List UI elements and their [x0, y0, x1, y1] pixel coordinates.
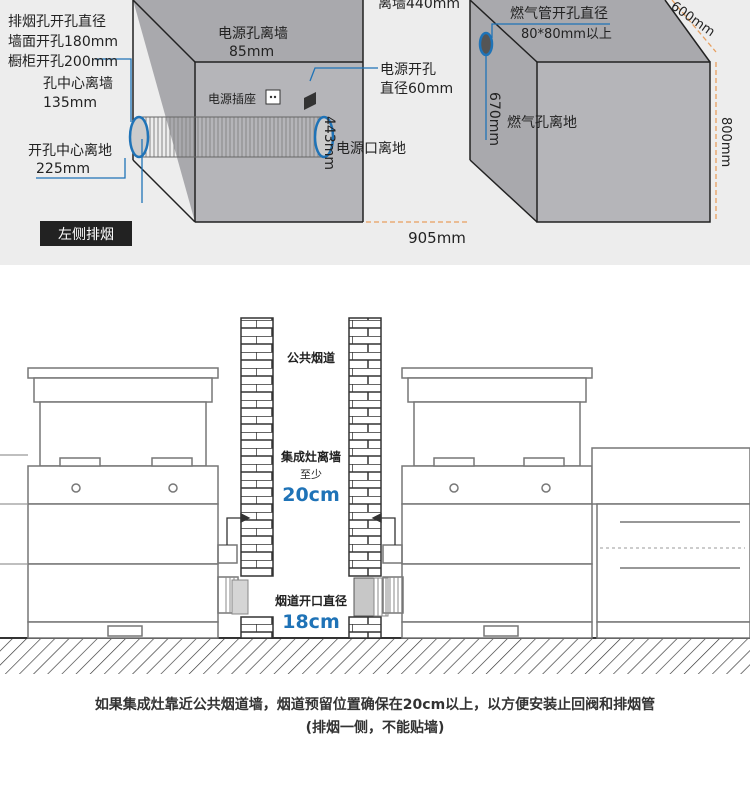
hood-wall-size: 墙面开孔180mm	[8, 34, 118, 50]
right-flue-wall	[348, 317, 382, 577]
hood-title: 排烟孔开孔直径	[8, 13, 106, 30]
caption-line-1: 如果集成灶靠近公共烟道墙，烟道预留位置确保在20cm以上，以方便安装止回阀和排烟…	[94, 697, 656, 713]
power-wall-value: 85mm	[229, 44, 274, 60]
floor-hatch	[0, 638, 750, 674]
distance-arrows	[226, 512, 396, 545]
opening-value: 18cm	[282, 611, 340, 633]
power-wall-label: 电源孔离墙	[218, 25, 288, 42]
distance-label: 集成灶离墙	[280, 449, 341, 464]
gas-floor-label: 燃气孔离地	[507, 114, 577, 131]
center-wall-value: 135mm	[43, 95, 97, 111]
flue-label: 公共烟道	[287, 350, 335, 365]
distance-min-label: 至少	[300, 468, 322, 481]
gas-wall-distance: 离墙440mm	[378, 0, 460, 12]
depth-dim-line	[671, 0, 717, 53]
distance-value: 20cm	[282, 484, 340, 506]
power-floor-label: 电源口离地	[336, 140, 406, 157]
left-exhaust-badge	[40, 221, 132, 246]
left-flue-wall	[240, 317, 274, 577]
power-hole-icon	[304, 92, 316, 110]
gas-leader-lines	[485, 23, 610, 140]
power-hole-label: 电源开孔	[380, 62, 436, 78]
gas-hole-icon	[478, 31, 494, 57]
socket-label: 电源插座	[208, 91, 256, 106]
leader-lines	[36, 58, 378, 203]
right-stove	[401, 367, 593, 639]
gas-hole-title: 燃气管开孔直径	[510, 5, 608, 22]
center-floor-value: 225mm	[36, 161, 90, 177]
left-stove	[27, 367, 219, 639]
right-side-cabinet	[591, 447, 750, 639]
center-wall-label: 孔中心离墙	[43, 75, 113, 92]
width-dimension: 905mm	[408, 229, 466, 247]
center-floor-label: 开孔中心离地	[28, 142, 112, 159]
hood-cabinet-size: 橱柜开孔200mm	[8, 54, 118, 70]
power-hole-size: 直径60mm	[380, 80, 453, 97]
gas-hole-size: 80*80mm以上	[521, 27, 612, 42]
exhaust-duct	[128, 115, 335, 159]
height-value: 800mm	[718, 117, 733, 167]
left-cabinet-box	[132, 0, 364, 223]
socket-icon	[265, 89, 281, 105]
power-height-value: 443mm	[321, 116, 337, 170]
caption-line-2: (排烟一侧，不能贴墙)	[305, 720, 445, 736]
opening-label: 烟道开口直径	[275, 593, 347, 608]
right-duct	[388, 577, 402, 613]
left-exhaust-badge-text: 左侧排烟	[58, 227, 114, 243]
gas-height-value: 670mm	[486, 92, 502, 146]
right-cabinet-box	[469, 0, 711, 223]
